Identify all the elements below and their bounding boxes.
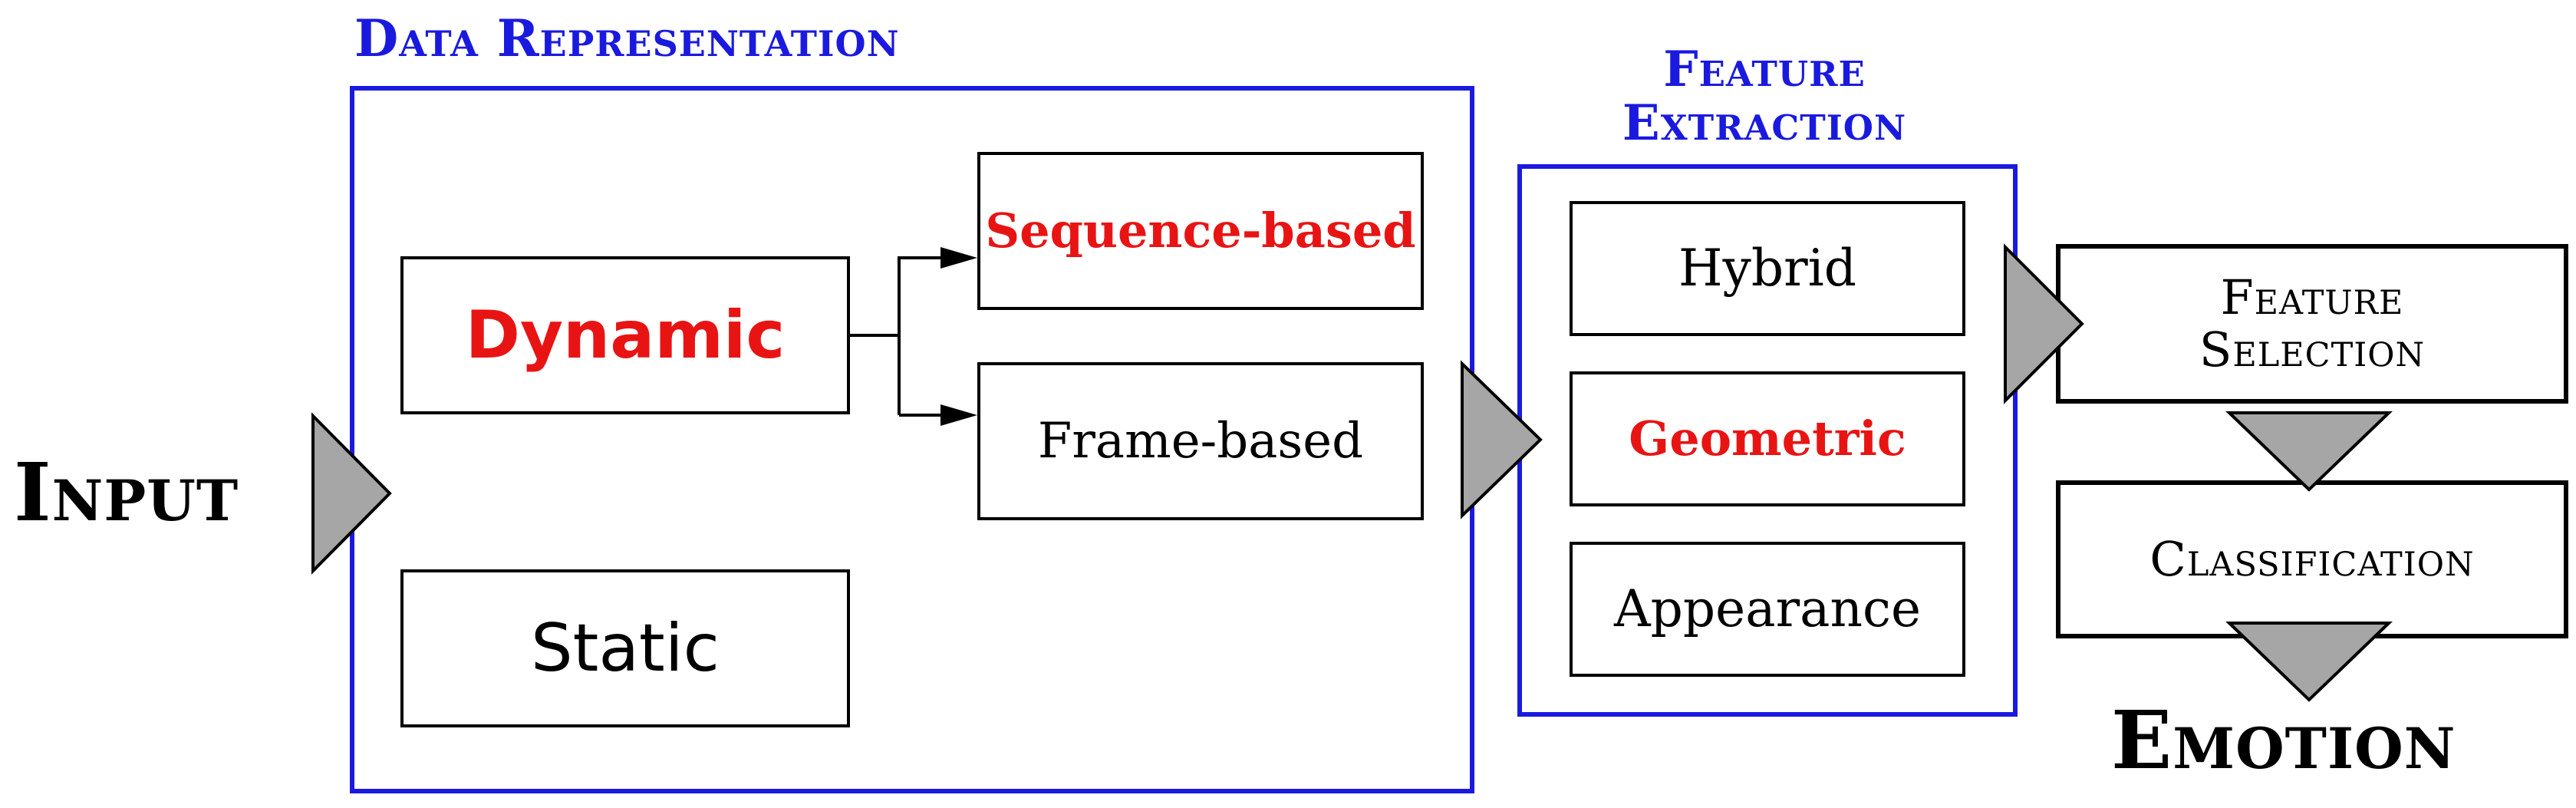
arrow-to-frame-based: [899, 404, 977, 426]
input-arrow: [311, 412, 392, 575]
dynamic-split-connector: [850, 256, 901, 415]
appearance-label: Appearance: [1614, 579, 1921, 638]
to-feature-extraction-arrow: [1461, 360, 1543, 519]
input-label: Input: [14, 445, 239, 539]
hybrid-box: Hybrid: [1570, 201, 1965, 336]
feature-selection-line1: Feature: [2220, 269, 2404, 325]
geometric-label: Geometric: [1629, 410, 1906, 467]
sequence-based-label: Sequence-based: [985, 202, 1416, 259]
feature-selection-line2: Selection: [2199, 322, 2426, 378]
frame-based-label: Frame-based: [1037, 412, 1364, 470]
appearance-box: Appearance: [1570, 542, 1965, 677]
classification-box: Classification: [2056, 480, 2568, 638]
feature-extraction-title: Feature Extraction: [1519, 43, 2010, 150]
classification-label: Classification: [2149, 530, 2475, 587]
emotion-label: Emotion: [2111, 693, 2456, 787]
to-feature-selection-arrow: [2004, 243, 2084, 404]
static-label: Static: [531, 609, 720, 687]
frame-based-box: Frame-based: [977, 362, 1424, 520]
feature-extraction-title-line1: Feature: [1663, 41, 1866, 98]
geometric-box: Geometric: [1570, 371, 1965, 506]
to-classification-arrow: [2225, 411, 2393, 492]
feature-extraction-title-line2: Extraction: [1622, 94, 1907, 152]
to-emotion-arrow: [2225, 622, 2393, 702]
data-representation-title: Data Representation: [354, 8, 900, 68]
sequence-based-box: Sequence-based: [977, 152, 1424, 310]
static-box: Static: [400, 569, 850, 727]
dynamic-box: Dynamic: [400, 256, 850, 414]
hybrid-label: Hybrid: [1678, 238, 1856, 298]
arrow-to-sequence-based: [899, 247, 977, 269]
dynamic-label: Dynamic: [465, 296, 786, 374]
